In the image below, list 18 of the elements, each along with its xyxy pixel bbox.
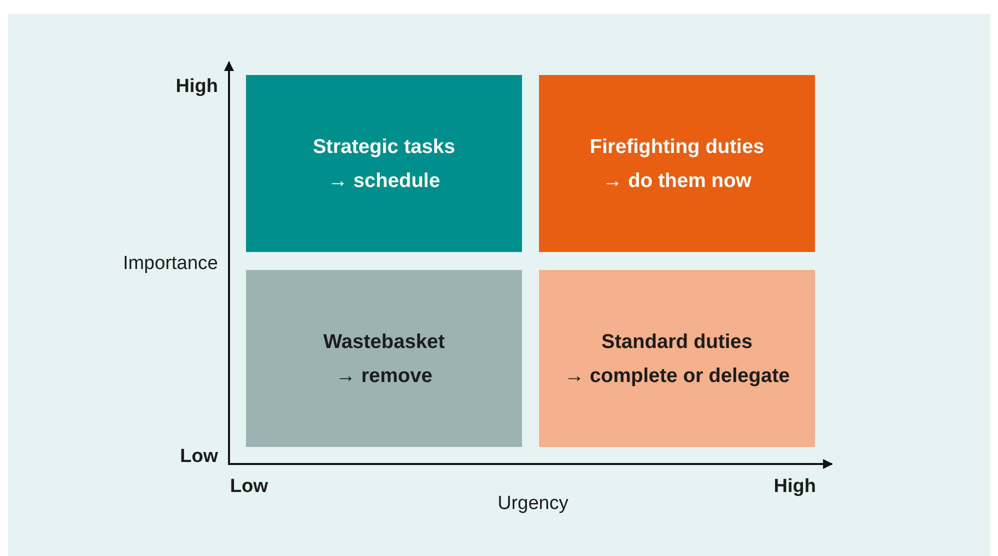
axis-label: Urgency	[496, 492, 570, 516]
axis-label: Low	[180, 445, 218, 469]
quadrant-title: Wastebasket	[323, 330, 445, 354]
quadrant-action: → do them now	[602, 168, 752, 194]
quadrant-box	[539, 75, 815, 252]
quadrant-action: → schedule	[328, 168, 440, 194]
quadrant-title: Standard duties	[601, 330, 753, 354]
axis-label: High	[774, 475, 816, 499]
quadrant-box	[539, 270, 815, 447]
quadrant-action: → complete or delegate	[564, 364, 790, 388]
quadrant-action: → remove	[336, 364, 432, 388]
quadrant-title: Firefighting duties	[590, 134, 764, 160]
axis-label: High	[176, 75, 218, 99]
quadrant-box	[246, 75, 522, 252]
quadrant-box	[246, 270, 522, 447]
axis-label: Importance	[122, 252, 218, 276]
quadrant-title: Strategic tasks	[312, 134, 456, 160]
axis-label: Low	[230, 475, 268, 499]
